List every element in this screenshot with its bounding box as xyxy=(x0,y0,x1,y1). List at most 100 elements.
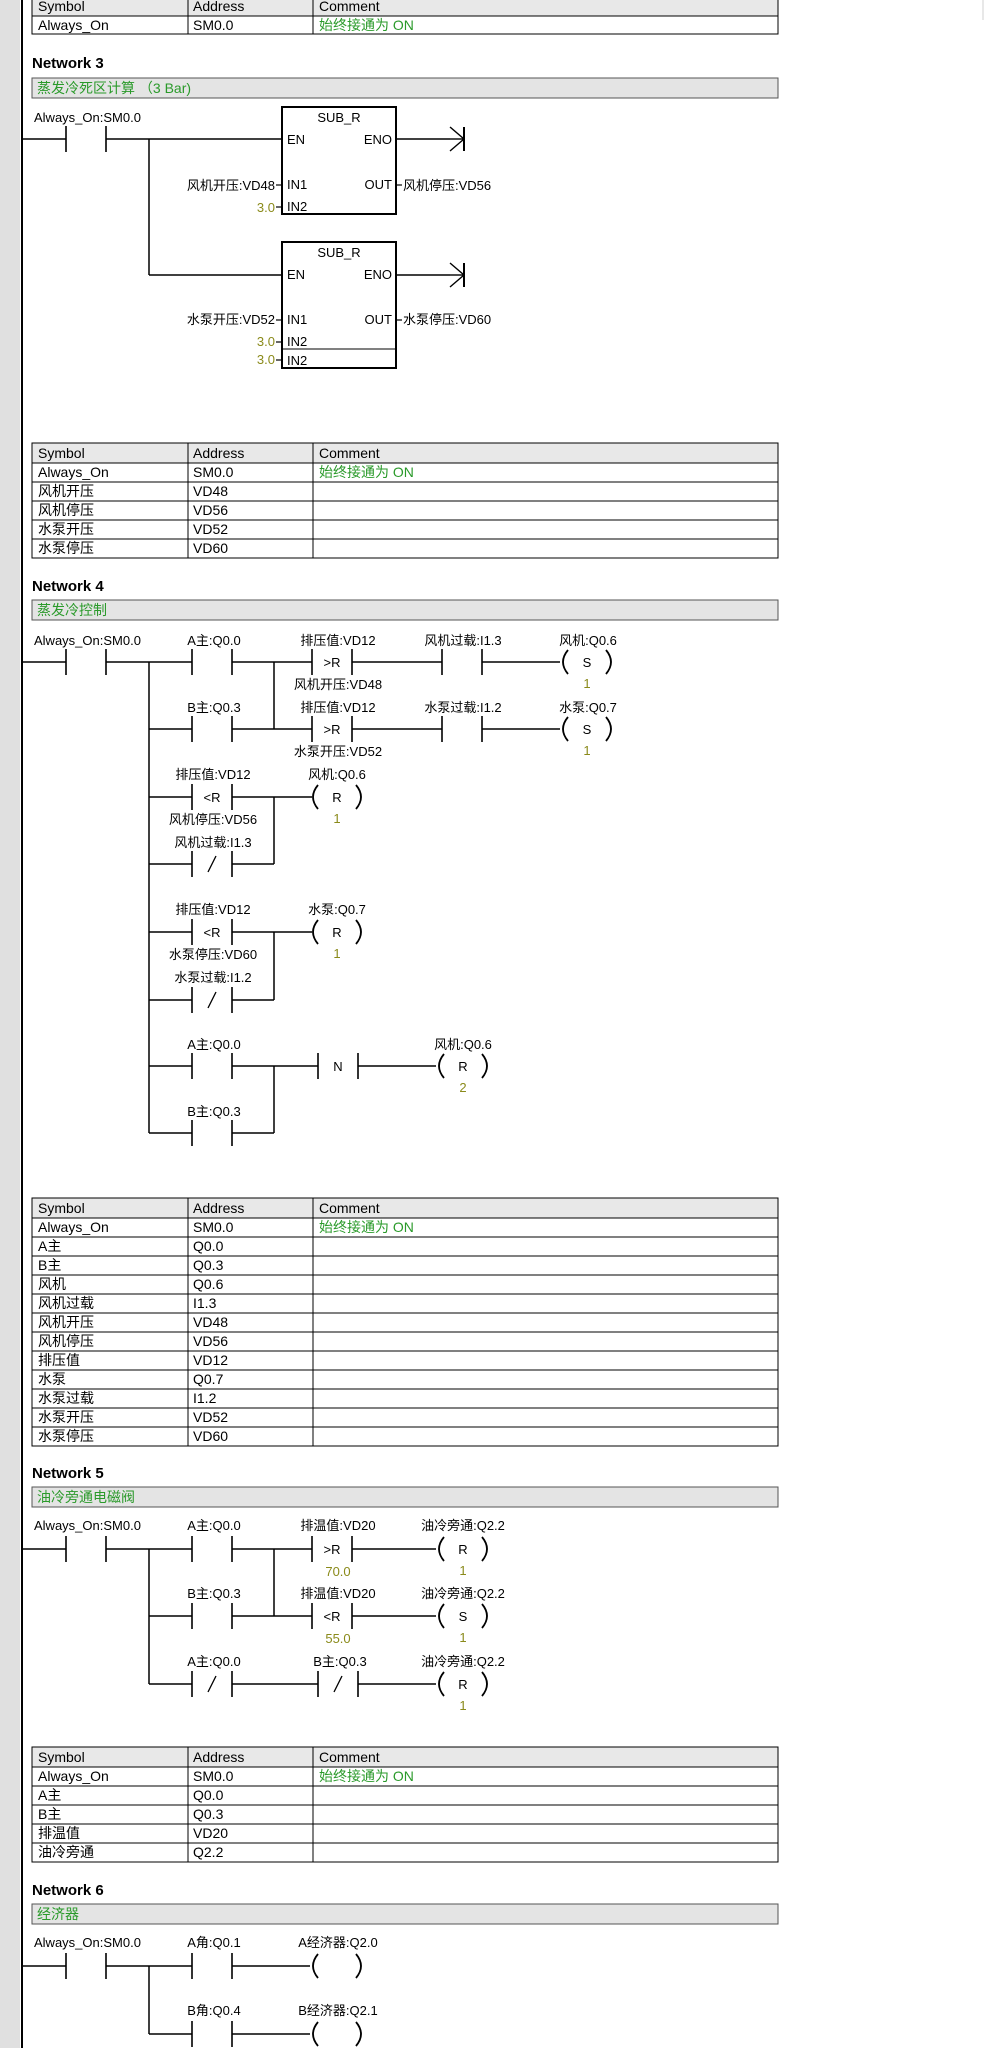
svg-text:2: 2 xyxy=(459,1080,466,1095)
contact-always-on[interactable] xyxy=(65,1952,107,1980)
sub-r-block[interactable]: SUB_R EN ENO IN1 IN2 OUT xyxy=(281,106,397,215)
contact-b-angle[interactable] xyxy=(191,2020,233,2048)
svg-text:始终接通为 ON: 始终接通为 ON xyxy=(319,1768,414,1784)
contact-always-on[interactable] xyxy=(65,125,107,153)
network-3[interactable]: Network 3 蒸发冷死区计算 （3 Bar) Always_On:SM0.… xyxy=(22,55,779,559)
contact-pump-overload[interactable] xyxy=(441,715,483,743)
network-5[interactable]: Network 5 油冷旁通电磁阀 Always_On:SM0.0 A主:Q0.… xyxy=(22,1465,779,1863)
svg-text:水泵过载: 水泵过载 xyxy=(38,1390,94,1406)
svg-text:排温值:VD20: 排温值:VD20 xyxy=(300,1586,375,1601)
coil-set-pump[interactable] xyxy=(562,716,569,742)
contact-a-main[interactable] xyxy=(191,1535,233,1563)
operand-constant[interactable]: 3.0 xyxy=(257,334,275,349)
network-comment: 蒸发冷控制 xyxy=(37,602,107,618)
svg-text:Symbol: Symbol xyxy=(38,445,85,461)
svg-text:始终接通为 ON: 始终接通为 ON xyxy=(319,464,414,480)
svg-text:70.0: 70.0 xyxy=(325,1564,350,1579)
svg-text:Always_On: Always_On xyxy=(38,1219,109,1235)
svg-text:A角:Q0.1: A角:Q0.1 xyxy=(187,1935,240,1950)
network-comment-bar[interactable] xyxy=(31,77,779,99)
contact-a-main[interactable] xyxy=(191,1052,233,1080)
coil-reset-bypass[interactable] xyxy=(438,1536,445,1562)
contact-nc-b-main[interactable] xyxy=(317,1670,359,1698)
network-4[interactable]: Network 4 蒸发冷控制 Always_On:SM0.0 A主:Q0.0 … xyxy=(22,578,779,1447)
coil-reset-fan-n[interactable] xyxy=(438,1053,445,1079)
operand-label[interactable]: 风机开压:VD48 xyxy=(187,178,275,193)
network-title: Network 5 xyxy=(32,1465,104,1482)
svg-text:水泵过载:I1.2: 水泵过载:I1.2 xyxy=(424,700,501,715)
contact-b-main[interactable] xyxy=(191,1119,233,1147)
coil-set-fan[interactable] xyxy=(562,649,569,675)
svg-text:风机过载:I1.3: 风机过载:I1.3 xyxy=(424,633,501,648)
coil-set-bypass[interactable] xyxy=(438,1603,445,1629)
svg-text:SM0.0: SM0.0 xyxy=(193,464,234,480)
svg-text:SUB_R: SUB_R xyxy=(317,110,360,125)
svg-text:B主:Q0.3: B主:Q0.3 xyxy=(313,1654,366,1669)
svg-text:VD56: VD56 xyxy=(193,1333,228,1349)
operand-constant[interactable]: 3.0 xyxy=(257,200,275,215)
svg-text:始终接通为 ON: 始终接通为 ON xyxy=(319,17,414,33)
network-comment-bar[interactable] xyxy=(31,1486,779,1508)
svg-text:风机:Q0.6: 风机:Q0.6 xyxy=(559,633,617,648)
svg-text:OUT: OUT xyxy=(365,312,393,327)
svg-text:VD48: VD48 xyxy=(193,1314,228,1330)
svg-text:Q0.7: Q0.7 xyxy=(193,1371,224,1387)
svg-text:风机过载: 风机过载 xyxy=(38,1295,94,1311)
eno-arrow xyxy=(449,126,465,152)
table-row: Always_On SM0.0 始终接通为 ON xyxy=(38,464,414,480)
svg-text:风机: 风机 xyxy=(38,1276,66,1292)
svg-text:>R: >R xyxy=(324,722,341,737)
contact-nc-pump-overload[interactable] xyxy=(191,986,233,1014)
svg-text:<R: <R xyxy=(204,925,221,940)
contact-a-main[interactable] xyxy=(191,648,233,676)
svg-text:风机停压: 风机停压 xyxy=(38,502,94,518)
contact-b-main[interactable] xyxy=(191,715,233,743)
coil-reset-fan[interactable] xyxy=(312,784,319,810)
svg-text:Address: Address xyxy=(193,1200,244,1216)
svg-text:Always_On: Always_On xyxy=(38,464,109,480)
svg-text:1: 1 xyxy=(583,676,590,691)
coil-reset-pump[interactable] xyxy=(312,919,319,945)
svg-text:水泵开压:VD52: 水泵开压:VD52 xyxy=(294,744,382,759)
coil-reset-bypass[interactable] xyxy=(438,1671,445,1697)
svg-text:水泵:Q0.7: 水泵:Q0.7 xyxy=(559,700,617,715)
coil-b-economizer[interactable] xyxy=(312,2021,319,2047)
svg-text:R: R xyxy=(458,1059,467,1074)
contact-nc-a-main[interactable] xyxy=(191,1670,233,1698)
svg-text:IN2: IN2 xyxy=(287,199,307,214)
svg-text:A主:Q0.0: A主:Q0.0 xyxy=(187,633,240,648)
contact-always-on[interactable] xyxy=(65,648,107,676)
contact-fan-overload[interactable] xyxy=(441,648,483,676)
svg-text:Q0.0: Q0.0 xyxy=(193,1787,224,1803)
coil-a-economizer[interactable] xyxy=(312,1953,319,1979)
contact-always-on[interactable] xyxy=(65,1535,107,1563)
contact-nc-fan-overload[interactable] xyxy=(191,850,233,878)
operand-label[interactable]: 水泵开压:VD52 xyxy=(187,312,275,327)
contact-a-angle[interactable] xyxy=(191,1952,233,1980)
svg-text:OUT: OUT xyxy=(365,177,393,192)
sub-r-block[interactable]: SUB_R EN ENO IN1 IN2 IN2 OUT xyxy=(281,241,397,369)
operand-constant[interactable]: 3.0 xyxy=(257,352,275,367)
contact-b-main[interactable] xyxy=(191,1602,233,1630)
network-comment: 经济器 xyxy=(37,1906,79,1922)
network-title: Network 4 xyxy=(32,578,104,595)
operand-label[interactable]: 风机停压:VD56 xyxy=(403,178,491,193)
svg-text:1: 1 xyxy=(459,1563,466,1578)
svg-text:N: N xyxy=(333,1059,342,1074)
svg-text:VD60: VD60 xyxy=(193,540,228,556)
svg-text:Q0.3: Q0.3 xyxy=(193,1257,224,1273)
svg-text:VD52: VD52 xyxy=(193,1409,228,1425)
network-comment-bar[interactable] xyxy=(31,599,779,621)
operand-label[interactable]: 水泵停压:VD60 xyxy=(403,312,491,327)
network-comment-bar[interactable] xyxy=(31,1903,779,1925)
svg-text:55.0: 55.0 xyxy=(325,1631,350,1646)
svg-text:B角:Q0.4: B角:Q0.4 xyxy=(187,2003,240,2018)
network-6[interactable]: Network 6 经济器 Always_On:SM0.0 A角:Q0.1 A经… xyxy=(22,1882,779,2048)
svg-text:水泵开压: 水泵开压 xyxy=(38,1409,94,1425)
eno-arrow xyxy=(449,262,465,288)
contact-label: Always_On:SM0.0 xyxy=(34,1518,141,1533)
svg-text:排温值:VD20: 排温值:VD20 xyxy=(300,1518,375,1533)
